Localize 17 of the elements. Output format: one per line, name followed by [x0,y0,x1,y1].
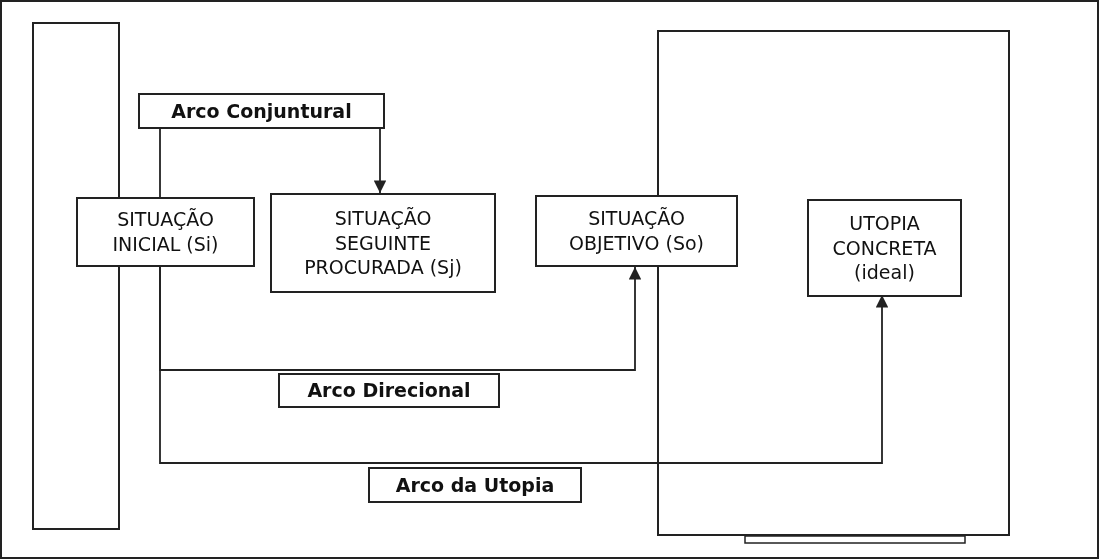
connector-arrow [159,266,642,371]
arc-label-box [278,373,500,408]
arc-label-box [368,467,582,503]
situation-box [270,193,496,293]
situation-box [807,199,962,297]
arc-label-box [138,93,385,129]
arc-label: Arco Direcional [307,378,471,403]
situation-label: SITUAÇÃO SEGUINTE PROCURADA (Sj) [303,205,463,281]
arc-label: Arco Conjuntural [171,98,352,124]
arc-label: Arco da Utopia [395,472,555,498]
connector-arrow [159,266,889,464]
situation-label: SITUAÇÃO OBJETIVO (So) [568,206,705,256]
situation-box [76,197,255,267]
situation-label: UTOPIA CONCRETA (ideal) [831,210,938,286]
connector-arrow [373,128,387,194]
situation-label: SITUAÇÃO INICIAL (Si) [111,207,220,257]
situation-box [535,195,738,267]
